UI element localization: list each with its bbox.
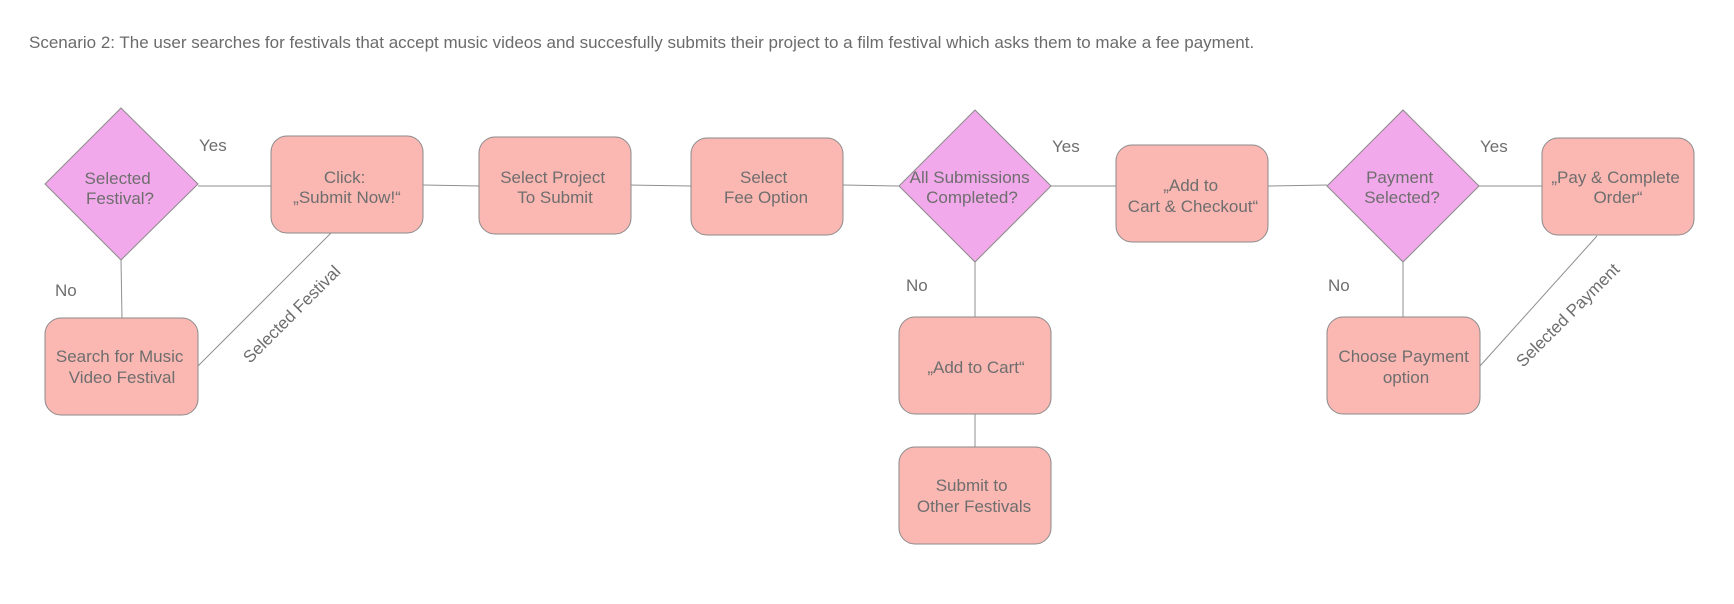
node-label-line: „Add to (1163, 176, 1218, 195)
node-label: Choose Payment option (1338, 347, 1473, 387)
node-label: Click: „Submit Now!“ (293, 168, 401, 207)
node-label-line: option (1383, 368, 1429, 387)
node-label: All Submissions Completed? (910, 168, 1035, 207)
node-label-line: Order“ (1593, 188, 1642, 207)
process-box (1326, 316, 1481, 415)
edge-choose-payment-to-pay-complete (1479, 235, 1598, 367)
decision-diamond (1326, 109, 1480, 263)
process-box (1541, 137, 1695, 236)
decision-diamond (898, 109, 1052, 263)
edge-selected-festival-to-search (120, 259, 123, 319)
process-choose-payment-option[interactable]: Choose Payment option (1326, 316, 1481, 415)
edge-label-selected-festival: Selected Festival (239, 262, 344, 367)
node-label: „Pay & Complete Order“ (1551, 168, 1684, 207)
node-label-line: Completed? (926, 188, 1018, 207)
node-label: Select Project To Submit (500, 168, 610, 207)
process-box (44, 317, 199, 416)
node-label-line: Submit to (936, 476, 1008, 495)
edge-label-yes: Yes (1480, 137, 1508, 156)
node-label: „Add to Cart“ (927, 358, 1025, 377)
edge-search-to-click-submit (197, 231, 333, 367)
node-label-line: „Add to Cart“ (927, 358, 1025, 377)
node-label-line: All Submissions (910, 168, 1030, 187)
node-label-line: Choose Payment (1338, 347, 1469, 366)
process-pay-and-complete-order[interactable]: „Pay & Complete Order“ (1541, 137, 1695, 236)
node-label-line: Select Project (500, 168, 605, 187)
edge-label-yes: Yes (199, 136, 227, 155)
node-label-line: Click: (324, 168, 366, 187)
node-label-line: Video Festival (69, 368, 175, 387)
process-box (270, 135, 424, 234)
edge-checkout-to-payment-selected (1267, 184, 1328, 187)
node-label: Submit to Other Festivals (917, 476, 1031, 516)
edge-label-no: No (55, 281, 77, 300)
process-add-to-cart[interactable]: „Add to Cart“ (898, 316, 1052, 415)
node-label-line: Cart & Checkout“ (1128, 197, 1259, 216)
process-submit-to-other-festivals[interactable]: Submit to Other Festivals (898, 446, 1052, 545)
node-label-line: Payment (1366, 168, 1433, 187)
node-label-line: Festival? (86, 189, 154, 208)
process-search-music-video-festival[interactable]: Search for Music Video Festival (44, 317, 199, 416)
process-box (898, 316, 1052, 415)
node-label: „Add to Cart & Checkout“ (1128, 176, 1259, 216)
decision-payment-selected[interactable]: Payment Selected? (1326, 109, 1480, 263)
edge-select-project-to-select-fee (630, 184, 692, 187)
process-box (690, 137, 844, 236)
process-box (478, 136, 632, 235)
process-select-project[interactable]: Select Project To Submit (478, 136, 632, 235)
node-label: Select Fee Option (724, 168, 808, 207)
process-box (898, 446, 1052, 545)
edge-click-submit-to-select-project (422, 184, 480, 187)
node-label-line: Select (740, 168, 788, 187)
node-label-line: Selected (85, 169, 151, 188)
node-label-line: „Submit Now!“ (293, 188, 401, 207)
scenario-caption: Scenario 2: The user searches for festiv… (29, 33, 1254, 52)
decision-all-submissions-completed[interactable]: All Submissions Completed? (898, 109, 1052, 263)
decision-diamond (44, 107, 199, 261)
node-label-line: Fee Option (724, 188, 808, 207)
node-label: Search for Music Video Festival (56, 347, 188, 387)
process-add-to-cart-checkout[interactable]: „Add to Cart & Checkout“ (1115, 144, 1269, 243)
edge-select-fee-to-all-submissions (842, 184, 900, 187)
connectors (120, 184, 1598, 447)
process-click-submit-now[interactable]: Click: „Submit Now!“ (270, 135, 424, 234)
edge-label-no: No (906, 276, 928, 295)
edge-label-yes: Yes (1052, 137, 1080, 156)
edge-label-selected-payment: Selected Payment (1512, 260, 1623, 371)
node-label-line: Search for Music (56, 347, 184, 366)
node-label-line: Selected? (1364, 188, 1440, 207)
node-label-line: To Submit (517, 188, 593, 207)
process-box (1115, 144, 1269, 243)
node-label: Payment Selected? (1364, 168, 1440, 207)
edge-label-no: No (1328, 276, 1350, 295)
process-select-fee-option[interactable]: Select Fee Option (690, 137, 844, 236)
node-label: Selected Festival? (85, 169, 156, 208)
node-label-line: Other Festivals (917, 497, 1031, 516)
decision-selected-festival[interactable]: Selected Festival? (44, 107, 199, 261)
node-label-line: „Pay & Complete (1551, 168, 1680, 187)
